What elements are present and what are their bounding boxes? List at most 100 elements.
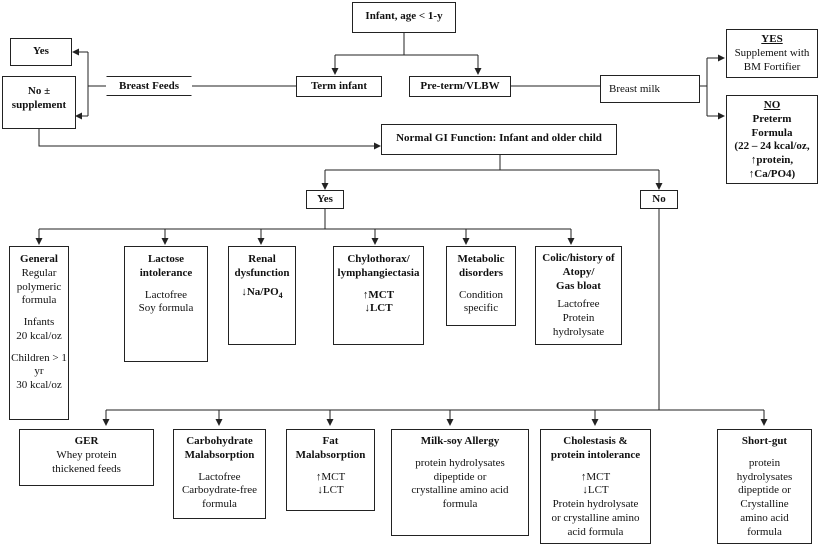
gi-function-box: Normal GI Function: Infant and older chi… xyxy=(381,124,617,155)
gi-function-label: Normal GI Function: Infant and older chi… xyxy=(396,132,602,144)
short-gut-box: Short-gut protein hydrolysates dipeptide… xyxy=(717,429,812,544)
metabolic-title-2: disorders xyxy=(459,266,503,279)
fat-title-2: Malabsorption xyxy=(295,448,366,461)
fat-box: Fat Malabsorption ↑MCT ↓LCT xyxy=(286,429,375,511)
short-gut-line-1: protein xyxy=(748,456,781,469)
colic-line-2: Protein xyxy=(562,312,595,324)
carbohydrate-box: Carbohydrate Malabsorption Lactofree Car… xyxy=(173,429,266,519)
ger-title: GER xyxy=(74,435,99,447)
chylothorax-title-1: Chylothorax/ xyxy=(347,253,410,265)
cholestasis-line-2: ↓LCT xyxy=(582,484,609,497)
fat-title-1: Fat xyxy=(322,435,339,447)
milk-soy-line-4: formula xyxy=(442,498,478,510)
colic-line-1: Lactofree xyxy=(557,298,600,311)
colic-title-1: Colic/history of xyxy=(542,252,615,264)
bm-yes-title: YES xyxy=(761,33,783,45)
renal-title-2: dysfunction xyxy=(234,266,290,279)
gi-no-box: No xyxy=(640,190,678,209)
ger-line-1: Whey protein xyxy=(56,448,117,461)
cholestasis-title-2: protein intolerance xyxy=(550,448,641,461)
cholestasis-title-1: Cholestasis & xyxy=(563,435,628,447)
general-line: formula xyxy=(21,294,57,307)
general-line: 30 kcal/oz xyxy=(16,379,62,391)
carbohydrate-title-1: Carbohydrate xyxy=(186,435,253,447)
general-line: Infants xyxy=(23,316,55,328)
general-line: Children > 1 yr xyxy=(11,351,67,378)
general-line: 20 kcal/oz xyxy=(16,329,62,342)
yes-label: Yes xyxy=(33,45,49,57)
pf-line-4: ↑protein, xyxy=(750,154,794,166)
colic-title-2: Atopy/ xyxy=(562,265,595,278)
short-gut-line-3: dipeptide or xyxy=(738,484,791,497)
lactose-line: Lactofree xyxy=(144,288,188,301)
general-box: General Regular polymeric formula Infant… xyxy=(9,246,69,420)
breast-feeds-box: Breast Feeds xyxy=(106,76,192,96)
bm-line-2: BM Fortifier xyxy=(743,60,801,73)
pf-no-title: NO xyxy=(763,99,781,111)
term-infant-box: Term infant xyxy=(296,76,382,97)
cholestasis-line-4: or crystalline amino xyxy=(551,511,640,524)
carbohydrate-line-2: Carboydrate-free xyxy=(181,484,258,497)
colic-line-3: hydrolysate xyxy=(552,325,605,338)
milk-soy-title: Milk-soy Allergy xyxy=(420,435,500,447)
cholestasis-box: Cholestasis & protein intolerance ↑MCT ↓… xyxy=(540,429,651,544)
bm-line-1: Supplement with xyxy=(734,46,810,59)
root-box: Infant, age < 1-y xyxy=(352,2,456,33)
general-title: General xyxy=(20,253,58,265)
ger-line-2: thickened feeds xyxy=(52,462,121,475)
gi-yes-label: Yes xyxy=(317,193,333,205)
no-supplement-box: No ± supplement xyxy=(2,76,76,129)
chylothorax-title-2: lymphangiectasia xyxy=(337,266,420,279)
yes-box: Yes xyxy=(10,38,72,66)
milk-soy-line-3: crystalline amino acid xyxy=(411,484,509,497)
colic-box: Colic/history of Atopy/ Gas bloat Lactof… xyxy=(535,246,622,345)
metabolic-title-1: Metabolic xyxy=(457,253,505,265)
metabolic-line-1: Condition xyxy=(458,288,503,301)
pf-line-5: ↑Ca/PO4) xyxy=(748,167,796,180)
carbohydrate-line-3: formula xyxy=(202,498,237,510)
bm-fortifier-box: YES Supplement with BM Fortifier xyxy=(726,29,818,78)
cholestasis-line-1: ↑MCT xyxy=(580,470,611,483)
metabolic-box: Metabolic disorders Condition specific xyxy=(446,246,516,326)
fat-line-2: ↓LCT xyxy=(317,484,344,497)
general-line: polymeric xyxy=(16,280,62,293)
no-label: No ± xyxy=(27,85,51,97)
short-gut-line-2: hydrolysates xyxy=(736,470,793,483)
supplement-label: supplement xyxy=(11,98,67,111)
breast-milk-label: Breast milk xyxy=(609,83,661,95)
chylothorax-box: Chylothorax/ lymphangiectasia ↑MCT ↓LCT xyxy=(333,246,424,345)
general-line: Regular xyxy=(21,266,57,279)
preterm-formula-box: NO Preterm Formula (22 – 24 kcal/oz, ↑pr… xyxy=(726,95,818,184)
chylothorax-line-1: ↑MCT xyxy=(362,288,395,301)
root-label: Infant, age < 1-y xyxy=(365,10,443,22)
ger-box: GER Whey protein thickened feeds xyxy=(19,429,154,486)
lactose-box: Lactose intolerance Lactofree Soy formul… xyxy=(124,246,208,362)
cholestasis-line-5: acid formula xyxy=(567,525,624,538)
renal-title-1: Renal xyxy=(248,253,276,265)
short-gut-line-6: formula xyxy=(747,525,782,538)
term-infant-label: Term infant xyxy=(310,80,368,92)
gi-yes-box: Yes xyxy=(306,190,344,209)
pf-line-2: Formula xyxy=(751,126,793,139)
renal-value-text: ↓Na/PO xyxy=(241,285,279,298)
pf-line-1: Preterm xyxy=(752,112,792,125)
preterm-label: Pre-term/VLBW xyxy=(420,80,500,92)
renal-box: Renal dysfunction ↓Na/PO4 xyxy=(228,246,296,345)
short-gut-line-4: Crystalline xyxy=(740,498,789,510)
short-gut-title: Short-gut xyxy=(741,435,788,447)
lactose-title: Lactose intolerance xyxy=(139,253,193,279)
breast-feeds-label: Breast Feeds xyxy=(119,80,179,92)
milk-soy-line-2: dipeptide or xyxy=(433,470,487,483)
preterm-box: Pre-term/VLBW xyxy=(409,76,511,97)
renal-value: ↓Na/PO4 xyxy=(229,286,295,301)
renal-value-subscript: 4 xyxy=(278,290,283,300)
colic-title-3: Gas bloat xyxy=(556,279,601,292)
metabolic-line-2: specific xyxy=(463,302,499,315)
chylothorax-line-2: ↓LCT xyxy=(364,302,393,315)
breast-milk-box: Breast milk xyxy=(600,75,700,103)
carbohydrate-title-2: Malabsorption xyxy=(184,448,255,461)
milk-soy-line-1: protein hydrolysates xyxy=(415,456,505,469)
pf-line-3: (22 – 24 kcal/oz, xyxy=(734,140,810,153)
connector-no-to-gi xyxy=(38,129,381,150)
